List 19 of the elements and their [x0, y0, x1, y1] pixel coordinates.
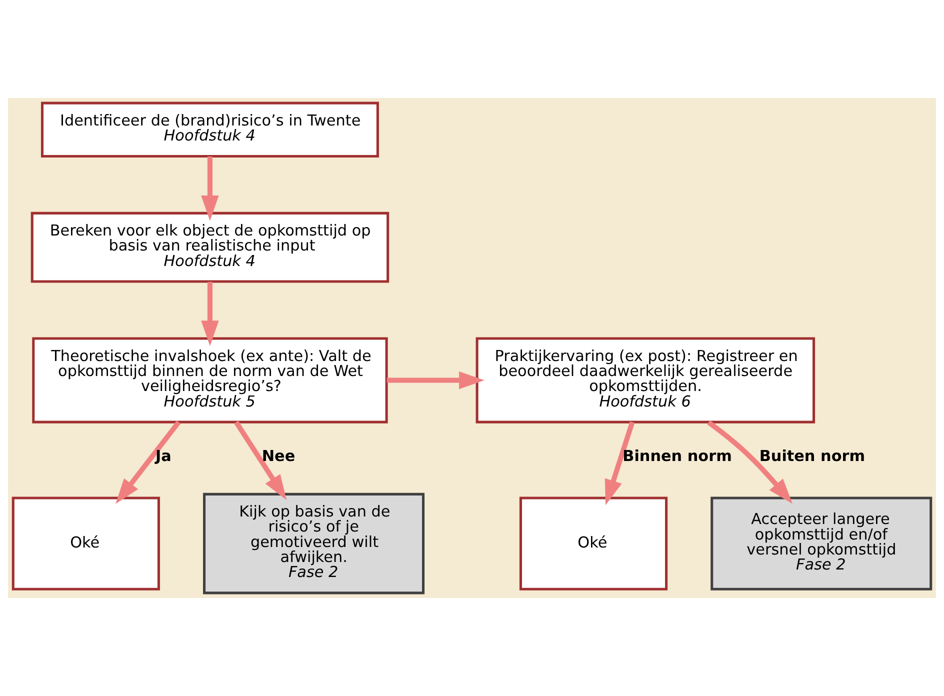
node-box: Oké	[519, 496, 668, 590]
arrow	[116, 420, 181, 504]
arrow	[201, 282, 219, 346]
arrow	[234, 420, 287, 500]
node-box: Bereken voor elk object de opkomsttijd op basis van realistische input Hoofdstuk 4	[30, 212, 390, 283]
edge-label: Ja	[156, 446, 172, 465]
arrow	[707, 420, 792, 504]
node-box: Accepteer langere opkomsttijd en/of versnel opkomsttijd Fase 2	[710, 496, 932, 590]
arrow	[604, 421, 635, 506]
arrow	[201, 156, 219, 221]
node-box: Praktijkervaring (ex post): Registreer en beoordeel daadwerkelijk gerealiseerde opkomsttijden. Hoofdstuk 6	[476, 337, 816, 424]
node-box: Theoretische invalshoek (ex ante): Valt de opkomsttijd binnen de norm van de Wet veiligheidsregio’s? Hoofdstuk 5	[32, 337, 388, 424]
edge-label: Binnen norm	[622, 446, 732, 465]
edge-label: Buiten norm	[759, 446, 866, 465]
edge-label: Nee	[262, 446, 296, 465]
node-box: Kijk op basis van de risico’s of je gemotiveerd wilt afwijken. Fase 2	[203, 492, 425, 594]
arrow	[386, 371, 484, 390]
node-box: Oké	[12, 496, 160, 590]
node-box: Identificeer de (brand)risico’s in Twente Hoofdstuk 4	[41, 102, 379, 158]
